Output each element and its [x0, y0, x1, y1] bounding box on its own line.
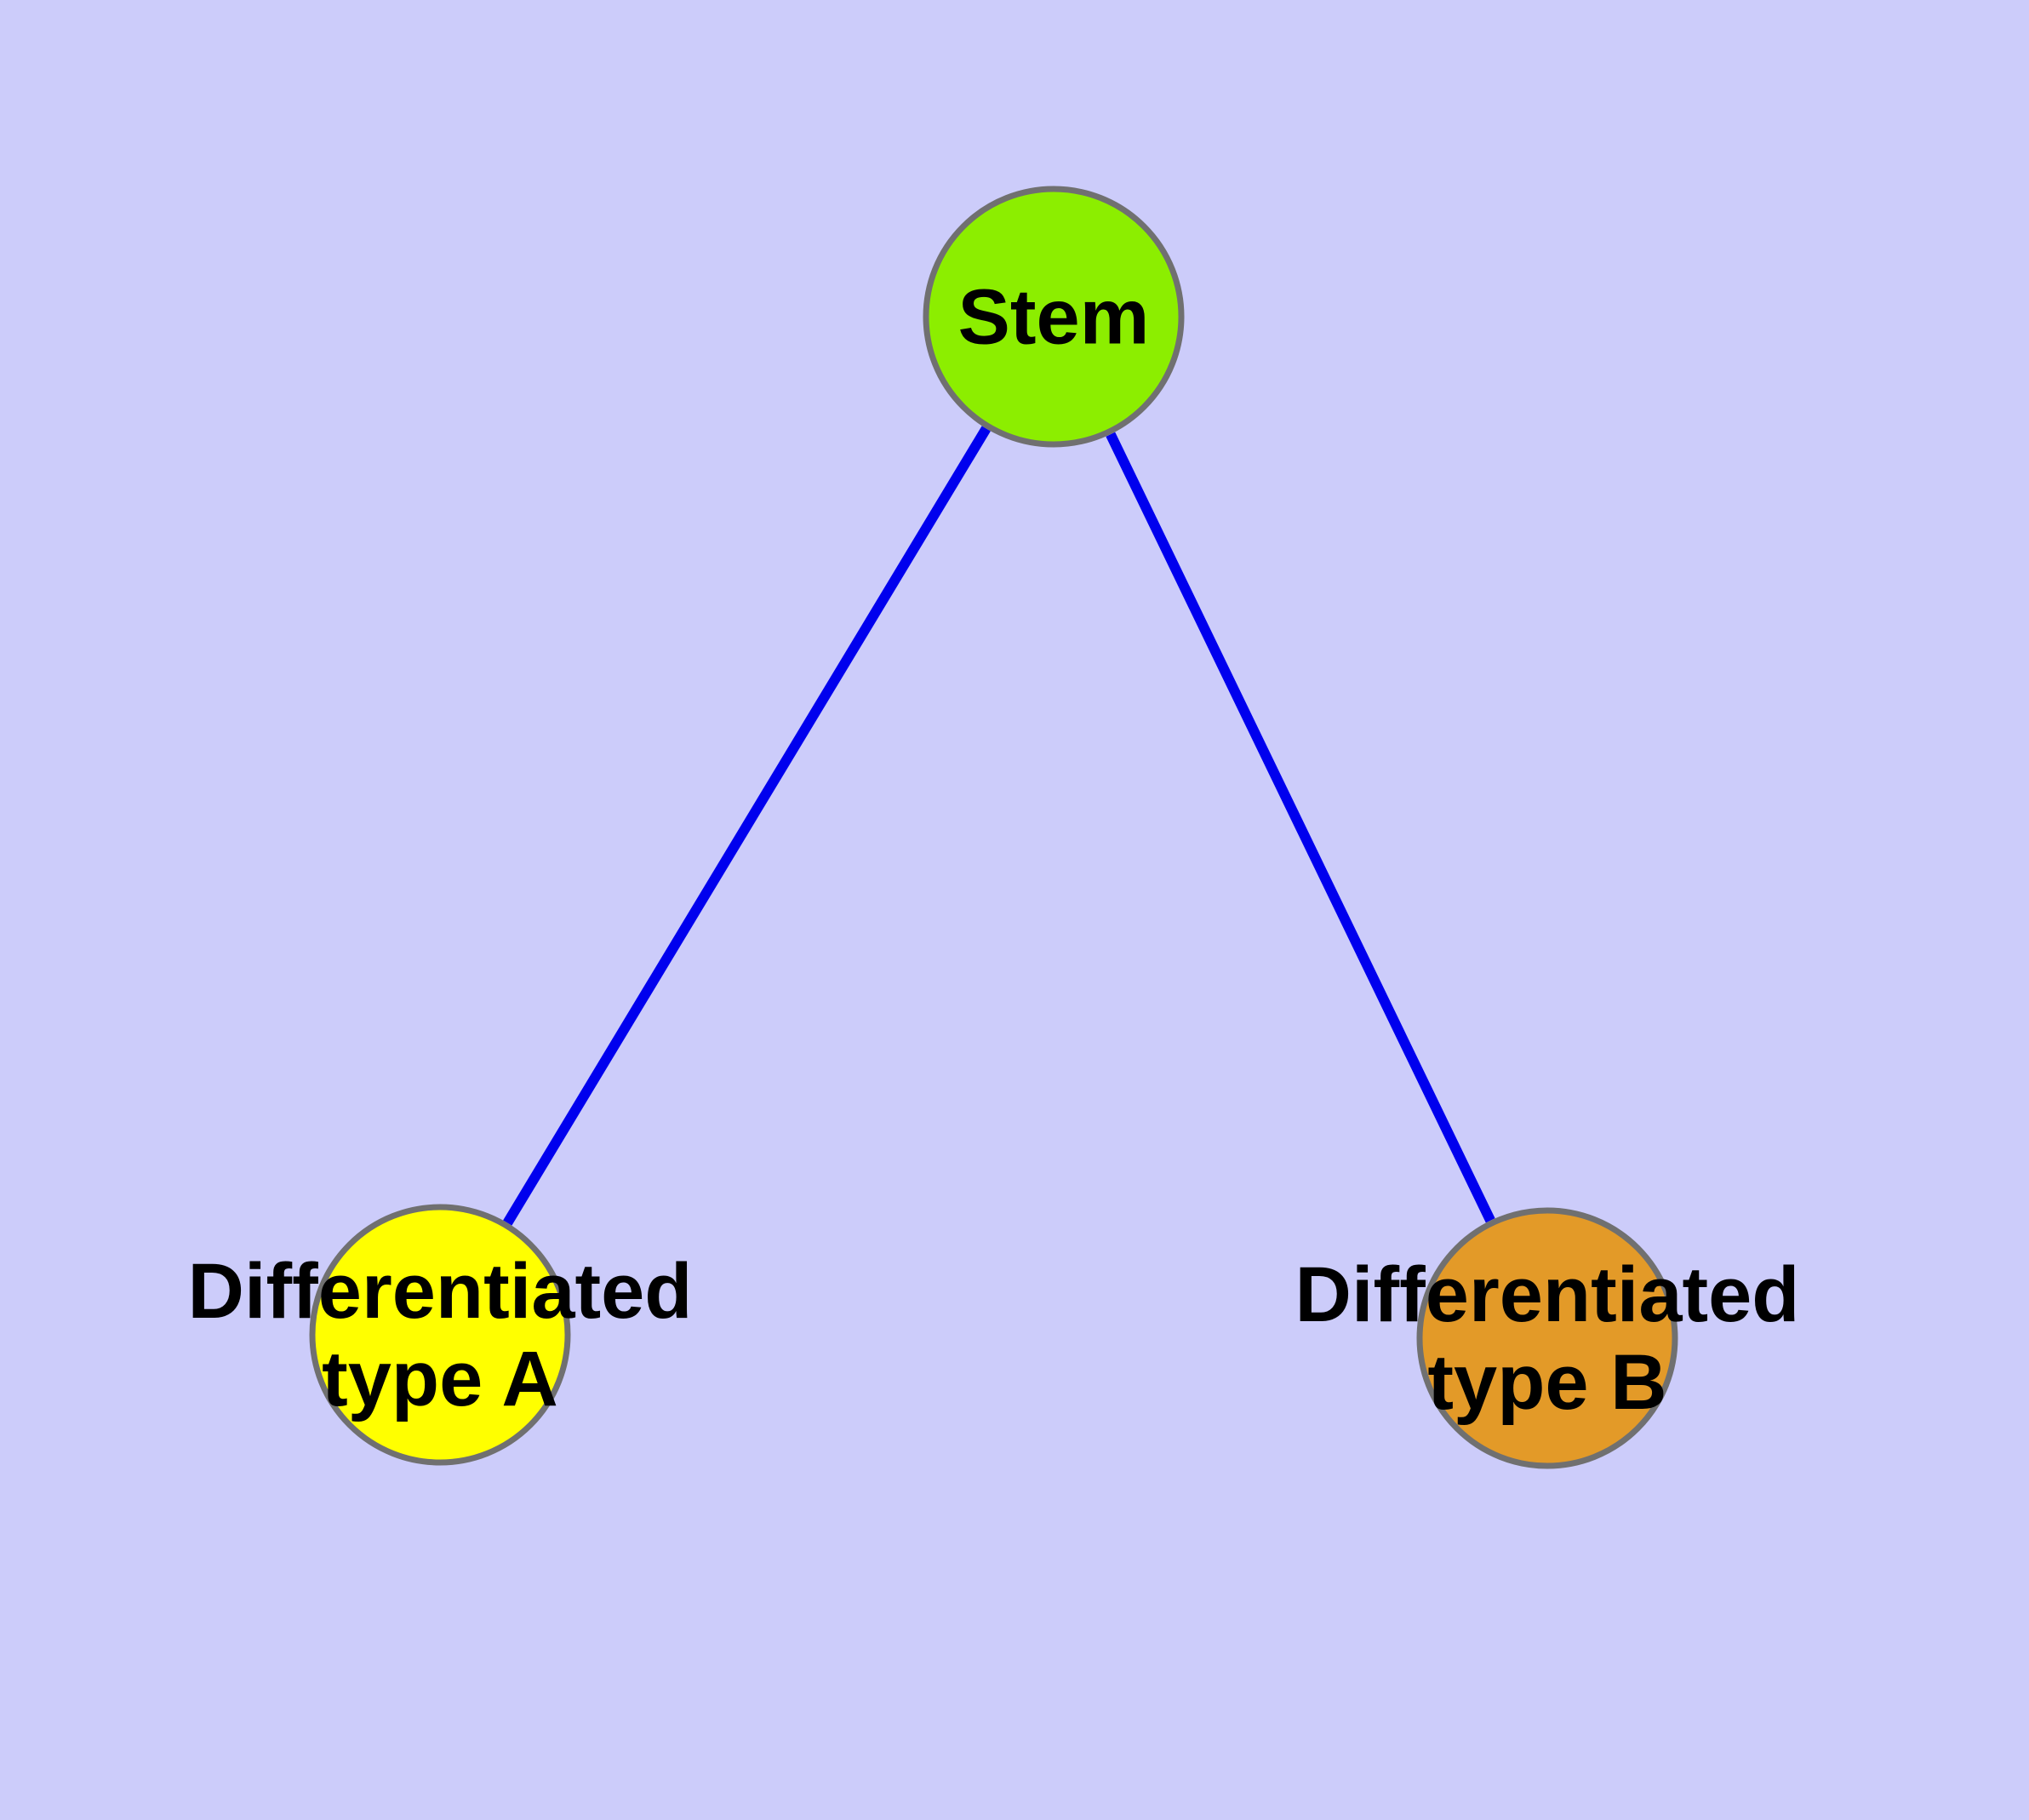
edges-layer	[503, 426, 1495, 1226]
node-type-b[interactable]	[1416, 1207, 1678, 1469]
edge-stem-to-type-a[interactable]	[503, 426, 991, 1226]
node-label-line: type A	[322, 1336, 558, 1422]
node-label-line: Stem	[958, 273, 1150, 360]
edge-stem-to-type-b[interactable]	[1106, 432, 1495, 1223]
node-label-line: type B	[1427, 1339, 1666, 1426]
node-type-a[interactable]	[309, 1204, 571, 1466]
node-stem[interactable]	[923, 186, 1185, 448]
node-label-line: Differentiated	[188, 1248, 693, 1335]
node-label-line: Differentiated	[1295, 1251, 1800, 1338]
node-label-stem: Stem	[958, 273, 1150, 360]
nodes-layer	[309, 186, 1678, 1469]
